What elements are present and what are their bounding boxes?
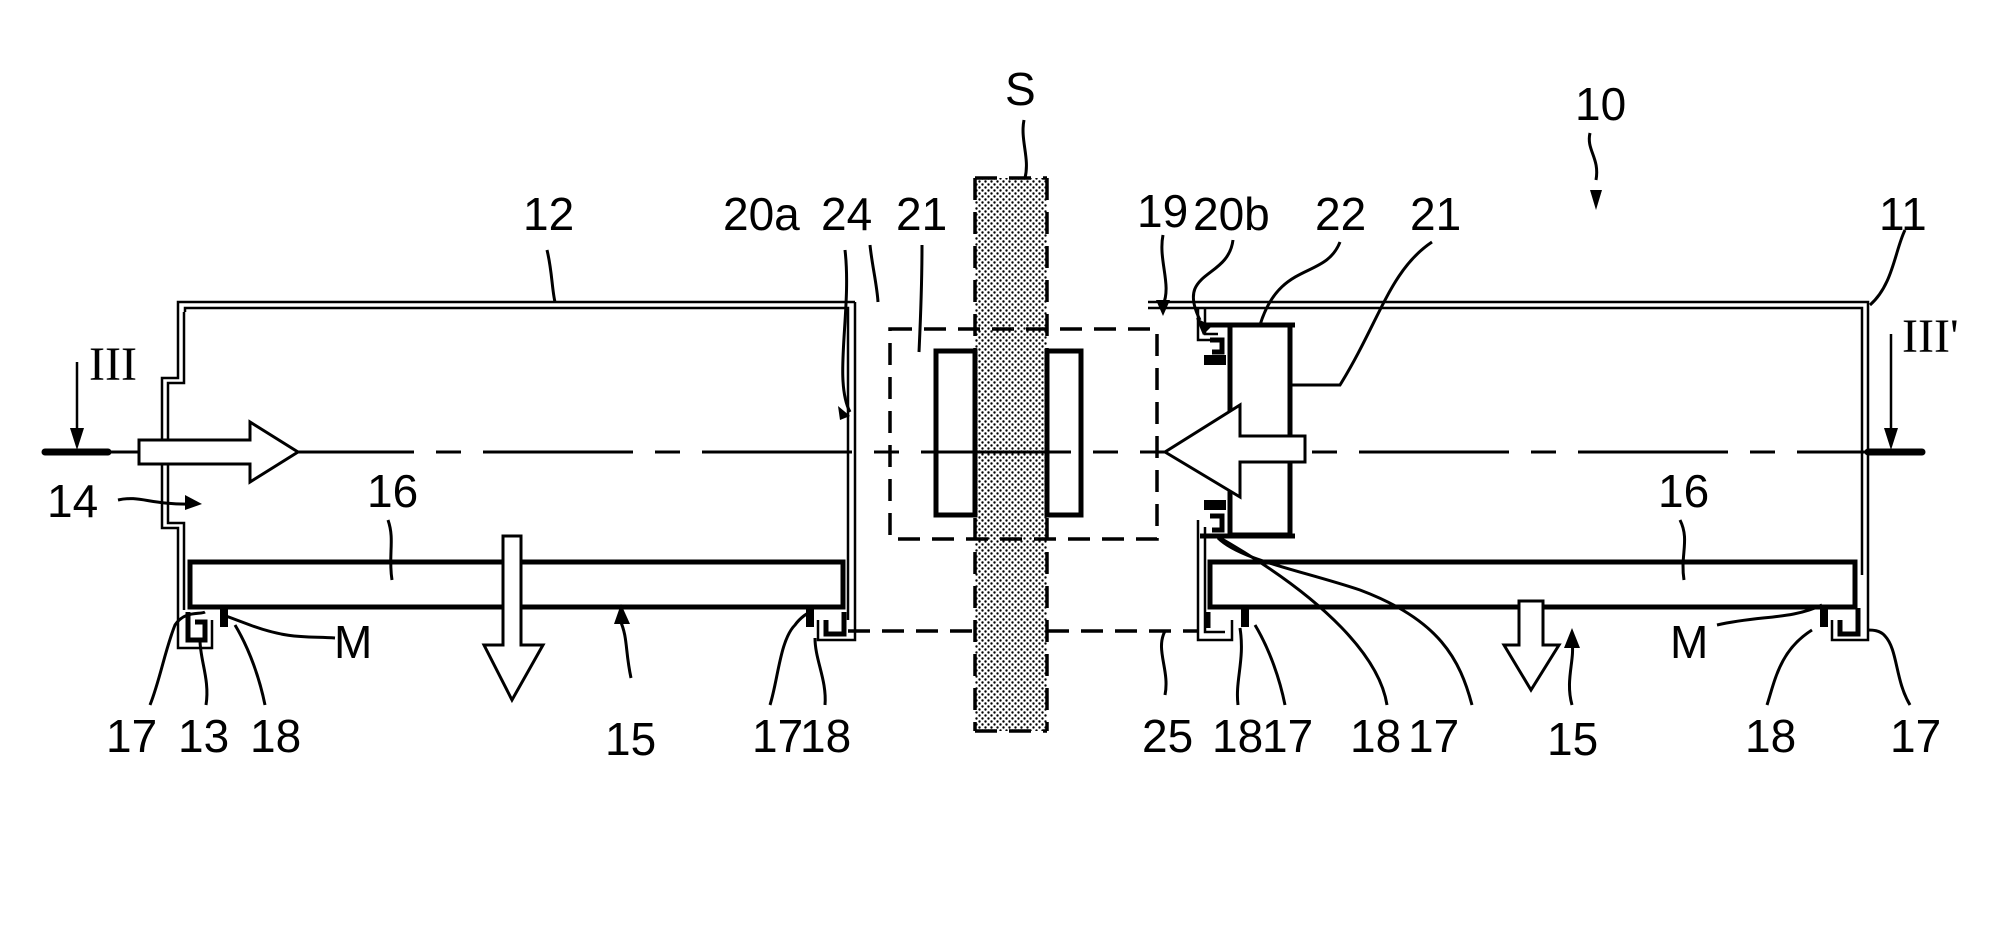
inlet-flow-arrow-icon	[137, 419, 301, 485]
right-inflow-arrow-icon	[1162, 402, 1307, 500]
left-outlet-arrow-icon	[481, 534, 546, 704]
center-filter-left	[933, 348, 978, 518]
label-frame: 22	[1315, 188, 1366, 240]
wall-s	[973, 176, 1049, 733]
section-arrow-right-icon	[1884, 428, 1898, 450]
label-outlet-right: 15	[1547, 713, 1598, 765]
label-seal-17: 17	[1262, 710, 1313, 762]
label-wall-s: S	[1005, 63, 1036, 115]
label-marker-left: M	[334, 616, 372, 668]
wall-b-arrow-icon	[1196, 318, 1212, 335]
label-wall-a: 20a	[723, 188, 800, 240]
label-wall-b: 20b	[1193, 188, 1270, 240]
label-section-right: III'	[1902, 310, 1959, 363]
label-filter-right: 21	[1410, 188, 1461, 240]
label-seal-17: 17	[1408, 710, 1459, 762]
label-bottom-left: 13	[178, 710, 229, 762]
label-seal-18: 18	[1350, 710, 1401, 762]
section-line	[41, 334, 1926, 456]
label-inlet: 14	[47, 475, 98, 527]
outlet-left-arrow-icon	[614, 604, 630, 624]
left-seal-left	[176, 607, 228, 650]
label-housing-left: 12	[523, 188, 574, 240]
labels: 10 11 12 20a 24 21 S 19 20b 22 21 III II…	[47, 63, 1959, 765]
right-housing	[1148, 300, 1870, 642]
label-device: 10	[1575, 78, 1626, 130]
outlet-right-arrow-icon	[1564, 628, 1580, 648]
label-outlet-left: 15	[605, 713, 656, 765]
label-seal-17: 17	[1890, 710, 1941, 762]
label-seal-18: 18	[1745, 710, 1796, 762]
label-marker-right: M	[1670, 616, 1708, 668]
leader-lines	[117, 119, 1912, 706]
label-housing-right: 11	[1879, 188, 1927, 240]
label-seal-18: 18	[1212, 710, 1263, 762]
wall-a-arrow-icon	[838, 406, 850, 420]
label-seal-18: 18	[250, 710, 301, 762]
opening-arrow-icon	[1156, 300, 1170, 316]
label-top-joint: 24	[821, 188, 872, 240]
label-bottom-joint: 25	[1142, 710, 1193, 762]
label-seal-18: 18	[800, 710, 851, 762]
right-outlet-arrow-icon	[1501, 599, 1562, 693]
label-filter-left: 21	[896, 188, 947, 240]
device-arrow-icon	[1590, 190, 1602, 210]
center-filter-right	[1044, 348, 1084, 518]
label-plate-right: 16	[1658, 465, 1709, 517]
label-opening: 19	[1137, 185, 1188, 237]
central-dashed-region	[848, 327, 1198, 633]
label-section-left: III	[89, 338, 137, 391]
section-arrow-left-icon	[70, 428, 84, 450]
label-seal-17: 17	[106, 710, 157, 762]
label-plate-left: 16	[367, 465, 418, 517]
label-seal-17: 17	[752, 710, 803, 762]
